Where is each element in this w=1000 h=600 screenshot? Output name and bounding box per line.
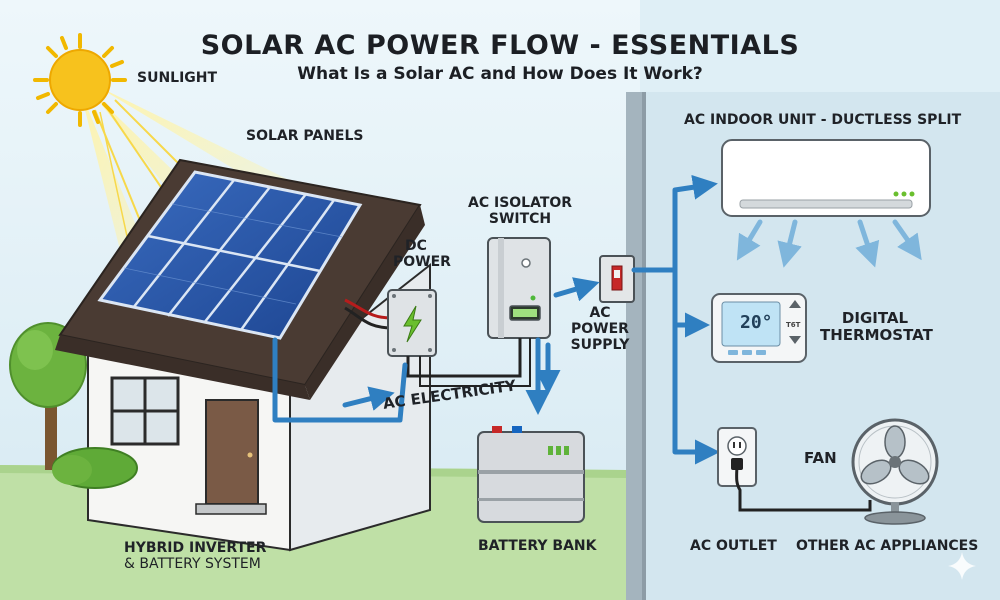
label-dc-power-line2: POWER — [393, 254, 451, 271]
ac-indoor-unit — [721, 139, 931, 217]
label-dc-power: DC POWER — [393, 238, 451, 271]
label-thermostat-line2: THERMOSTAT — [820, 326, 933, 345]
label-battery-bank: BATTERY BANK — [478, 538, 597, 554]
label-thermostat-line1: DIGITAL — [841, 309, 909, 327]
label-fan: FAN — [804, 449, 837, 467]
sparkle-icon — [948, 552, 976, 580]
solar-panel-array — [97, 170, 363, 340]
label-ac-outlet: AC OUTLET — [690, 538, 777, 554]
label-isolator-line2: SWITCH — [488, 211, 552, 228]
flow-lines-exterior — [272, 277, 600, 423]
label-ac-isolator-switch: AC ISOLATOR SWITCH — [468, 195, 572, 227]
label-hybrid-line1: HYBRID INVERTER — [124, 540, 267, 556]
lightning-icon — [403, 305, 422, 343]
thermostat-side-label: T6T — [786, 321, 801, 329]
label-hybrid-line2: & BATTERY SYSTEM — [124, 556, 261, 573]
label-ac-power-supply: AC POWER SUPPLY — [565, 305, 635, 353]
label-other-appliances: OTHER AC APPLIANCES — [796, 538, 979, 554]
exterior-wall — [626, 92, 642, 600]
label-ac-supply-line3: SUPPLY — [570, 337, 630, 354]
page-subtitle: What Is a Solar AC and How Does It Work? — [297, 64, 703, 84]
ac-breaker — [599, 255, 635, 303]
label-isolator-line1: AC ISOLATOR — [468, 195, 573, 211]
digital-thermostat-device — [711, 293, 807, 363]
page-title: SOLAR AC POWER FLOW - ESSENTIALS — [200, 30, 800, 61]
label-ac-supply-line2: POWER — [571, 321, 629, 338]
label-dc-power-line1: DC — [405, 238, 427, 254]
label-sunlight: SUNLIGHT — [137, 70, 218, 86]
label-hybrid-inverter: HYBRID INVERTER & BATTERY SYSTEM — [124, 540, 266, 572]
ac-outlet-device — [717, 427, 872, 512]
flow-lines-interior — [631, 174, 720, 465]
label-indoor-unit: AC INDOOR UNIT - DUCTLESS SPLIT — [684, 112, 962, 128]
airflow — [736, 219, 922, 268]
battery-bank — [477, 426, 585, 523]
label-ac-supply-line1: AC — [589, 305, 611, 321]
label-digital-thermostat: DIGITAL THERMOSTAT — [820, 309, 933, 345]
label-solar-panels: SOLAR PANELS — [246, 128, 364, 144]
thermostat-temperature: 20° — [740, 312, 773, 333]
dc-combiner-box — [387, 289, 437, 357]
fan — [851, 418, 939, 525]
sun-icon — [33, 33, 127, 127]
ac-isolator-switch — [487, 237, 551, 339]
